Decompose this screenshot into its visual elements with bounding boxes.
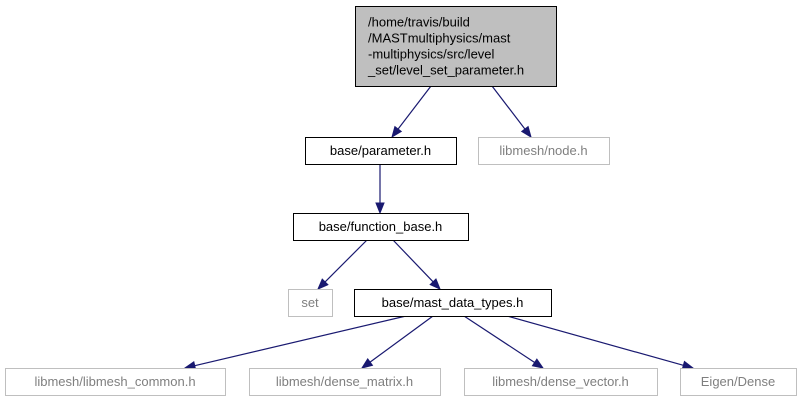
node-label: libmesh/dense_matrix.h: [276, 374, 413, 389]
edge-parameter-to-function_base: [375, 164, 385, 215]
edges-layer: [183, 85, 695, 371]
arrowhead-icon: [520, 125, 532, 139]
arrowhead-icon: [391, 125, 403, 139]
node-parameter[interactable]: base/parameter.h: [305, 137, 457, 165]
edge-mast_data_types-to-dense_vector: [463, 315, 545, 369]
node-label: -multiphysics/src/level: [368, 47, 495, 62]
node-box: [249, 368, 441, 396]
edge-mast_data_types-to-eigen_dense: [506, 315, 695, 370]
edge-mast_data_types-to-dense_matrix: [360, 315, 434, 369]
node-label: /home/travis/build: [368, 15, 470, 30]
arrowhead-icon: [531, 358, 545, 369]
arrowhead-icon: [429, 278, 441, 290]
node-label: Eigen/Dense: [701, 374, 775, 389]
node-label: /MASTmultiphysics/mast: [368, 31, 511, 46]
node-libmesh-common[interactable]: libmesh/libmesh_common.h: [5, 368, 226, 396]
edge-line: [506, 315, 684, 366]
node-box: [355, 6, 557, 87]
edge-line: [397, 85, 432, 130]
node-box: [354, 289, 552, 317]
arrowhead-icon: [317, 278, 329, 290]
node-node[interactable]: libmesh/node.h: [478, 137, 610, 165]
node-box: [464, 368, 658, 396]
node-function-base[interactable]: base/function_base.h: [293, 213, 469, 241]
edge-function_base-to-set: [317, 239, 368, 290]
node-dense-vector[interactable]: libmesh/dense_vector.h: [464, 368, 658, 396]
node-label: _set/level_set_parameter.h: [367, 63, 524, 78]
node-label: base/parameter.h: [330, 143, 431, 158]
node-box: [288, 289, 333, 317]
node-box: [680, 368, 797, 396]
node-mast-data-types[interactable]: base/mast_data_types.h: [354, 289, 552, 317]
nodes-layer: /home/travis/build/MASTmultiphysics/mast…: [5, 6, 797, 396]
node-label: base/mast_data_types.h: [382, 295, 524, 310]
node-label: libmesh/libmesh_common.h: [34, 374, 195, 389]
edge-line: [324, 239, 368, 283]
node-box: [293, 213, 469, 241]
edge-line: [463, 315, 535, 364]
edge-line: [392, 239, 434, 283]
node-box: [305, 137, 457, 165]
node-eigen-dense[interactable]: Eigen/Dense: [680, 368, 797, 396]
edge-root-to-node: [491, 85, 532, 139]
node-label: libmesh/dense_vector.h: [492, 374, 629, 389]
edge-function_base-to-mast_data_types: [392, 239, 441, 290]
edge-line: [194, 315, 407, 367]
arrowhead-icon: [360, 357, 374, 369]
node-box: [478, 137, 610, 165]
edge-line: [369, 315, 434, 363]
node-box: [5, 368, 226, 396]
node-root[interactable]: /home/travis/build/MASTmultiphysics/mast…: [355, 6, 557, 87]
node-label: set: [301, 295, 319, 310]
edge-mast_data_types-to-libmesh_common: [183, 315, 407, 371]
node-set[interactable]: set: [288, 289, 333, 317]
edge-root-to-parameter: [391, 85, 432, 139]
node-dense-matrix[interactable]: libmesh/dense_matrix.h: [249, 368, 441, 396]
arrowhead-icon: [375, 202, 385, 215]
node-label: base/function_base.h: [319, 219, 443, 234]
edge-line: [491, 85, 526, 130]
node-label: libmesh/node.h: [499, 143, 587, 158]
